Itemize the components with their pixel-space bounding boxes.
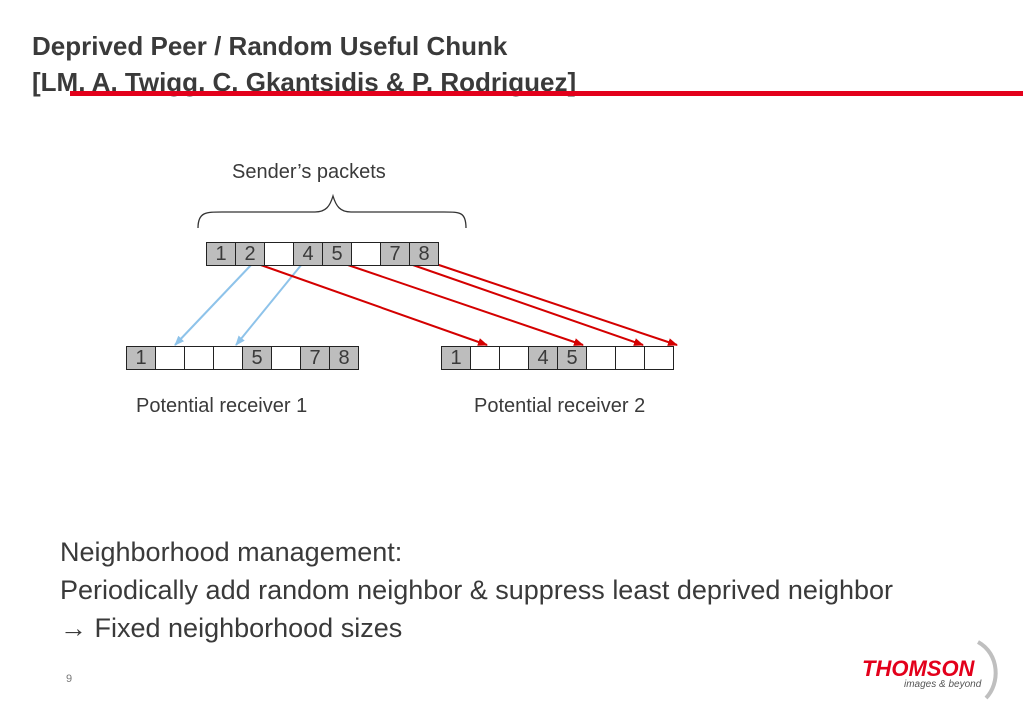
receiver1-packet-cell (213, 346, 243, 370)
thomson-logo: THOMSON images & beyond (860, 640, 1010, 700)
receiver1-packet-cell: 1 (126, 346, 156, 370)
slide-title: Deprived Peer / Random Useful Chunk [LM,… (32, 28, 576, 100)
sender-packet-cell (351, 242, 381, 266)
receiver2-packet-cell: 1 (441, 346, 471, 370)
receiver1-packet-cell: 5 (242, 346, 272, 370)
logo-tagline: images & beyond (904, 679, 982, 690)
body-line-2: Periodically add random neighbor & suppr… (60, 575, 894, 605)
title-underline-rule (70, 91, 1023, 96)
body-text-block: Neighborhood management: Periodically ad… (60, 533, 960, 647)
sender-packet-cell: 8 (409, 242, 439, 266)
receiver1-label: Potential receiver 1 (136, 395, 308, 417)
receiver2-packet-cell (470, 346, 500, 370)
sender-packet-cell (264, 242, 294, 266)
receiver2-packet-cell (644, 346, 674, 370)
logo-swoosh-icon (976, 640, 998, 700)
receiver2-packet-cell (586, 346, 616, 370)
receiver2-packet-cell: 4 (528, 346, 558, 370)
sender-packets-label: Sender’s packets (232, 161, 386, 183)
arrow-4-to-receiver1 (235, 263, 303, 346)
right-arrow-icon: → (60, 613, 87, 643)
sender-packet-cell: 2 (235, 242, 265, 266)
arrow-8-to-receiver2 (435, 263, 678, 346)
logo-brand: THOMSON (862, 656, 975, 681)
arrow-7-to-receiver2 (409, 263, 644, 346)
sender-packet-cell: 1 (206, 242, 236, 266)
page-number: 9 (66, 673, 73, 685)
body-line-1: Neighborhood management: (60, 537, 403, 567)
receiver1-packet-cell: 8 (329, 346, 359, 370)
receiver2-packet-cell (615, 346, 645, 370)
receiver2-label: Potential receiver 2 (474, 395, 646, 417)
receiver1-packet-cell: 7 (300, 346, 330, 370)
receiver1-packet-cell (155, 346, 185, 370)
title-line-1: Deprived Peer / Random Useful Chunk (32, 31, 508, 61)
receiver1-packet-cell (184, 346, 214, 370)
sender-packet-cell: 7 (380, 242, 410, 266)
sender-packet-cell: 5 (322, 242, 352, 266)
arrow-2-to-receiver1 (174, 263, 253, 346)
receiver2-packet-cell (499, 346, 529, 370)
sender-brace (197, 193, 467, 229)
arrow-2-to-receiver2 (257, 263, 488, 346)
receiver2-packet-cell: 5 (557, 346, 587, 370)
body-line-3-text: Fixed neighborhood sizes (94, 613, 403, 643)
body-line-3: → Fixed neighborhood sizes (60, 609, 960, 647)
receiver1-packet-cell (271, 346, 301, 370)
sender-packet-cell: 4 (293, 242, 323, 266)
arrow-5-to-receiver2 (344, 263, 584, 346)
